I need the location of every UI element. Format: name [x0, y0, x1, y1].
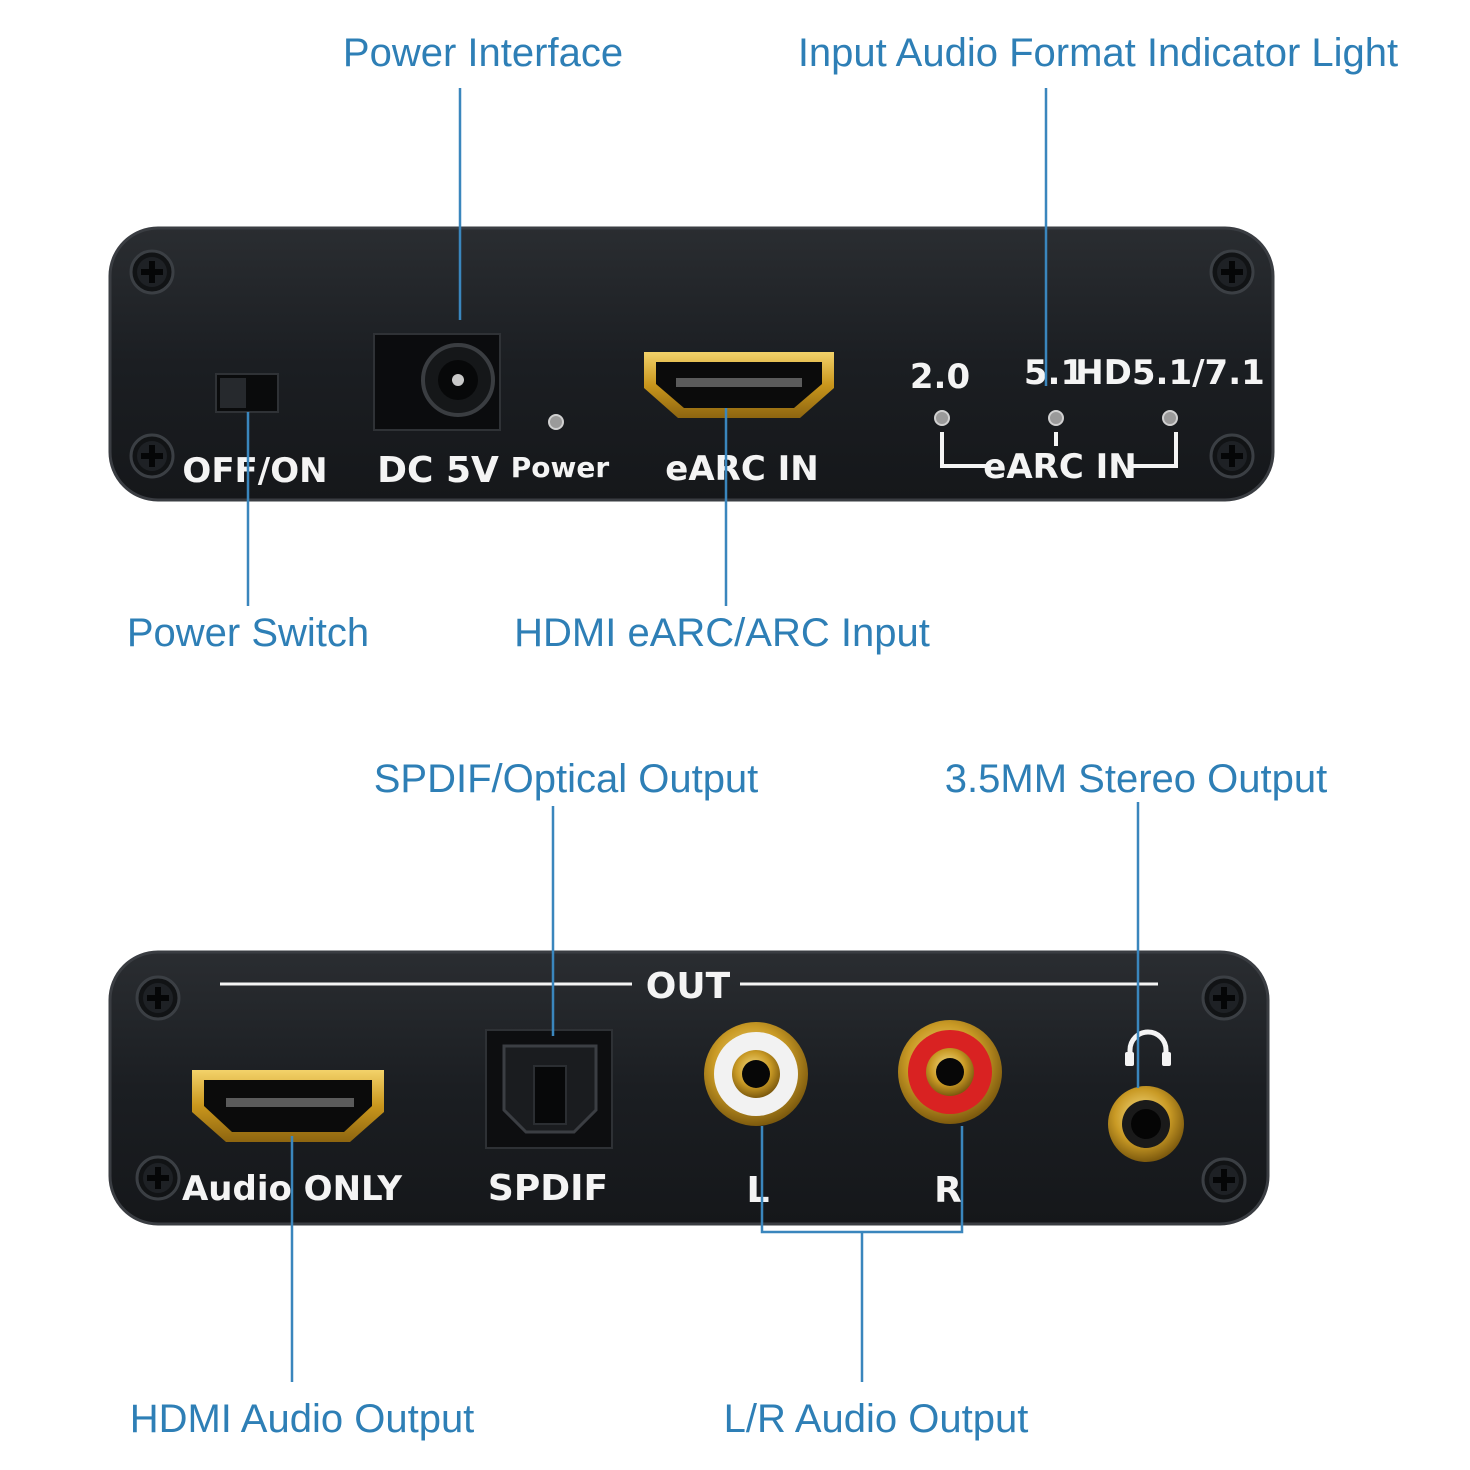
screw-icon	[1201, 1157, 1247, 1203]
indicator-led-icon	[934, 410, 950, 426]
screw-icon	[135, 1155, 181, 1201]
callout-hdmi-output: HDMI Audio Output	[130, 1397, 475, 1441]
rca-left-white-port[interactable]	[704, 1022, 808, 1126]
led-group-label: eARC IN	[983, 447, 1136, 487]
led-bracket	[1132, 432, 1178, 468]
rear-panel: OUT Audio ONLY SPDIF L	[108, 950, 1270, 1226]
power-led-icon	[548, 414, 564, 430]
led-label-5-1: 5.1	[1024, 353, 1084, 393]
callout-lr-output: L/R Audio Output	[724, 1397, 1029, 1441]
spdif-label: SPDIF	[488, 1168, 608, 1209]
callout-power-switch: Power Switch	[127, 611, 369, 655]
dc-label: DC 5V	[377, 450, 499, 491]
screw-icon	[129, 433, 175, 479]
right-label: R	[934, 1170, 962, 1211]
callout-spdif-output: SPDIF/Optical Output	[374, 757, 759, 801]
screw-icon	[1209, 249, 1255, 295]
led-label-hd: HD5.1/7.1	[1075, 353, 1265, 393]
power-switch[interactable]	[215, 373, 279, 413]
callout-power-interface: Power Interface	[343, 31, 623, 75]
hdmi-audio-output-port[interactable]	[192, 1070, 384, 1142]
headphone-icon	[1125, 1029, 1171, 1066]
callout-indicator-light: Input Audio Format Indicator Light	[798, 31, 1398, 75]
front-panel: OFF/ON DC 5V Power eARC IN 2.0 5.1 HD5.1…	[108, 226, 1275, 502]
rca-right-red-port[interactable]	[898, 1020, 1002, 1124]
left-label: L	[747, 1170, 770, 1211]
indicator-led-icon	[1048, 410, 1064, 426]
switch-label: OFF/ON	[182, 451, 327, 491]
callout-hdmi-input: HDMI eARC/ARC Input	[514, 611, 930, 655]
callout-stereo-output: 3.5MM Stereo Output	[945, 757, 1327, 801]
screw-icon	[129, 249, 175, 295]
power-led-label: Power	[511, 451, 610, 484]
hdmi-earc-input-port[interactable]	[644, 352, 834, 418]
spdif-optical-port[interactable]	[485, 1029, 613, 1149]
stereo-3-5mm-jack[interactable]	[1108, 1086, 1184, 1162]
screw-icon	[135, 975, 181, 1021]
screw-icon	[1209, 433, 1255, 479]
led-label-2-0: 2.0	[910, 357, 970, 397]
hdmi-input-label: eARC IN	[665, 449, 818, 489]
out-label: OUT	[646, 966, 731, 1007]
dc-power-jack[interactable]	[373, 333, 501, 431]
led-bracket	[940, 432, 988, 468]
indicator-led-icon	[1162, 410, 1178, 426]
screw-icon	[1201, 975, 1247, 1021]
leader-lines	[246, 88, 1140, 1382]
